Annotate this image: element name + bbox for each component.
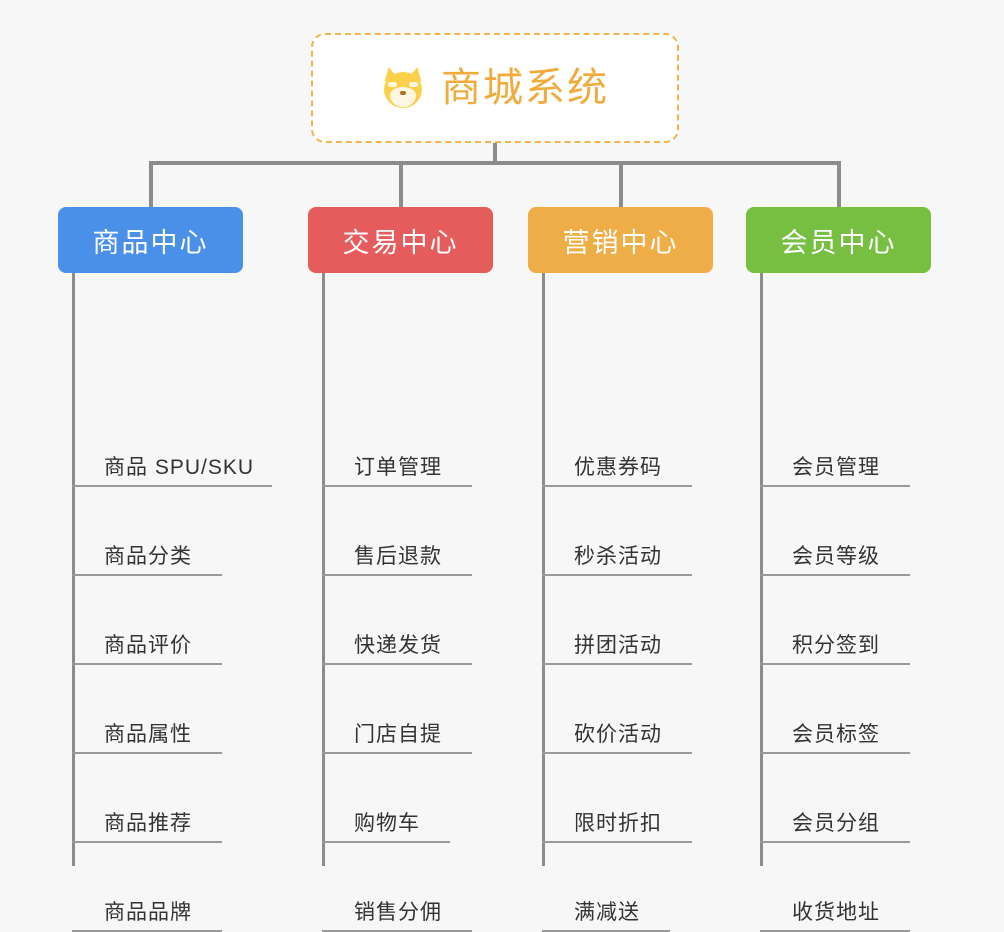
branch-member-center: 会员中心会员管理会员等级积分签到会员标签会员分组收货地址 <box>746 207 931 932</box>
branch-header-label: 交易中心 <box>342 227 459 258</box>
leaf-label: 购物车 <box>354 812 420 835</box>
leaf-underline <box>542 841 692 843</box>
connector-root-stem <box>493 143 497 165</box>
leaf-underline <box>542 485 692 487</box>
branch-header-product-center[interactable]: 商品中心 <box>58 207 243 273</box>
leaf-underline <box>322 841 450 843</box>
branch-header-label: 商品中心 <box>92 227 209 258</box>
leaf-label: 限时折扣 <box>574 812 662 835</box>
leaf-underline <box>760 663 910 665</box>
leaf-label: 会员分组 <box>792 812 880 835</box>
leaf-underline <box>760 841 910 843</box>
root-node[interactable]: 商城系统 <box>311 33 679 143</box>
branch-header-marketing-center[interactable]: 营销中心 <box>528 207 713 273</box>
leaf-underline <box>322 574 472 576</box>
branch-header-label: 会员中心 <box>780 227 897 258</box>
leaf-underline <box>760 752 910 754</box>
leaf-label: 商品评价 <box>104 634 192 657</box>
leaf-label: 商品品牌 <box>104 901 192 924</box>
leaf-underline <box>760 485 910 487</box>
leaf-label: 商品 SPU/SKU <box>104 456 255 479</box>
mindmap-canvas: 商城系统 商品中心商品 SPU/SKU 商品分类商品评价商品属性商品推荐商品品牌 交… <box>58 33 931 932</box>
leaf-label: 销售分佣 <box>354 901 442 924</box>
connector-drop-product-center <box>148 161 153 209</box>
leaf-label: 商品推荐 <box>104 812 192 835</box>
leaf-underline <box>72 485 272 487</box>
leaf-underline <box>72 841 222 843</box>
leaf-underline <box>322 485 472 487</box>
connector-horizontal-bus <box>149 161 840 165</box>
leaf-underline <box>72 574 222 576</box>
leaf-underline <box>542 752 692 754</box>
leaf-underline <box>322 752 472 754</box>
connector-drop-marketing-center <box>618 161 623 209</box>
leaf-label: 积分签到 <box>792 634 880 657</box>
leaf-label: 售后退款 <box>354 545 442 568</box>
branch-header-member-center[interactable]: 会员中心 <box>746 207 931 273</box>
branch-marketing-center: 营销中心优惠券码秒杀活动拼团活动砍价活动限时折扣满减送 <box>528 207 713 932</box>
branch-spine-trade-center <box>322 273 325 866</box>
leaf-label: 秒杀活动 <box>574 545 662 568</box>
leaf-label: 订单管理 <box>354 456 442 479</box>
leaf-label: 商品分类 <box>104 545 192 568</box>
leaf-label: 会员标签 <box>792 723 880 746</box>
leaf-underline <box>760 574 910 576</box>
branch-header-label: 营销中心 <box>562 227 679 258</box>
branch-spine-member-center <box>760 273 763 866</box>
branch-header-trade-center[interactable]: 交易中心 <box>308 207 493 273</box>
leaf-label: 商品属性 <box>104 723 192 746</box>
leaf-label: 会员管理 <box>792 456 880 479</box>
leaf-label: 收货地址 <box>792 901 880 924</box>
connector-drop-trade-center <box>398 161 403 209</box>
leaf-label: 快递发货 <box>354 634 442 657</box>
leaf-underline <box>72 663 222 665</box>
connector-drop-member-center <box>836 161 841 209</box>
leaf-label: 砍价活动 <box>574 723 662 746</box>
leaf-underline <box>542 663 692 665</box>
branch-spine-marketing-center <box>542 273 545 866</box>
leaf-label: 门店自提 <box>354 723 442 746</box>
root-title: 商城系统 <box>441 66 609 110</box>
leaf-label: 会员等级 <box>792 545 880 568</box>
leaf-underline <box>542 574 692 576</box>
branch-trade-center: 交易中心订单管理售后退款快递发货门店自提购物车销售分佣 <box>308 207 493 932</box>
leaf-underline <box>72 752 222 754</box>
leaf-label: 优惠券码 <box>574 456 662 479</box>
leaf-label: 拼团活动 <box>574 634 662 657</box>
leaf-underline <box>322 663 472 665</box>
branch-spine-product-center <box>72 273 75 866</box>
leaf-label: 满减送 <box>574 901 640 924</box>
shiba-dog-face-icon <box>381 65 427 111</box>
branch-product-center: 商品中心商品 SPU/SKU 商品分类商品评价商品属性商品推荐商品品牌 <box>58 207 272 932</box>
